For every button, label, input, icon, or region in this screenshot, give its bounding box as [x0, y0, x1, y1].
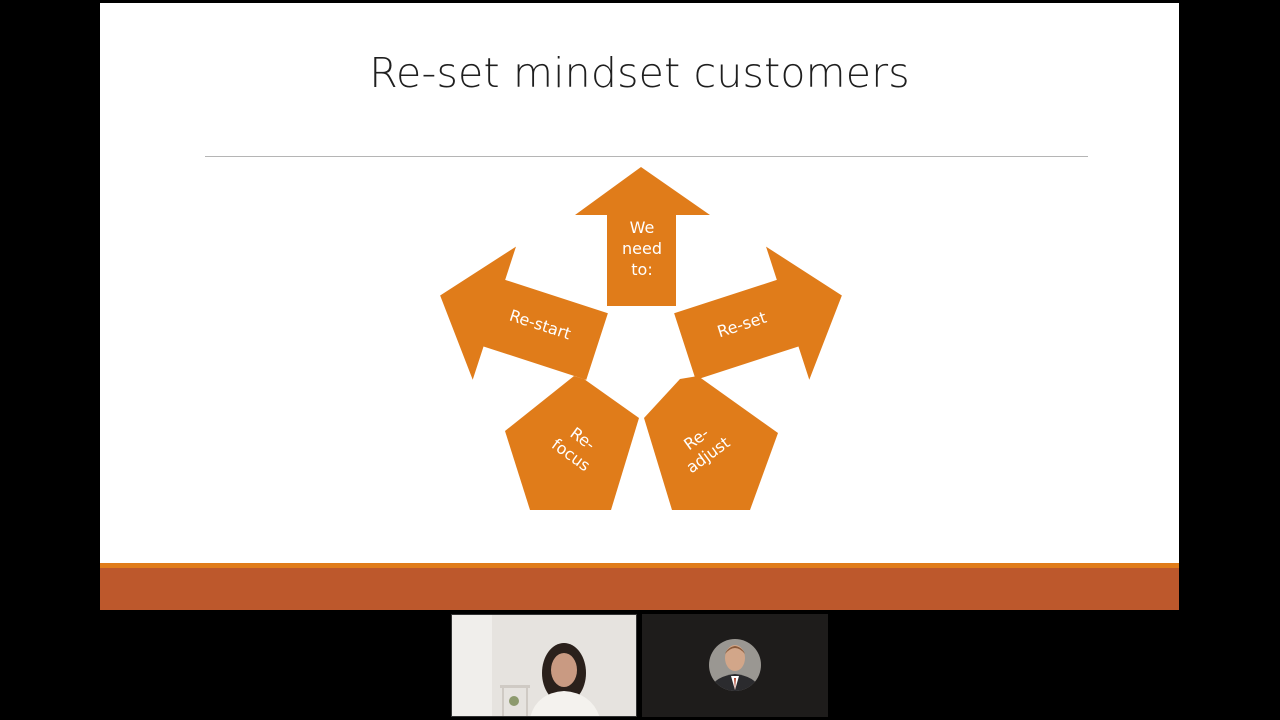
diagram-label-need: need — [622, 239, 662, 258]
arrow-up-we-need-to: We need to: — [575, 167, 710, 306]
arrow-refocus: Re- focus — [505, 376, 639, 510]
title-divider — [205, 156, 1088, 157]
cycle-diagram: We need to: Re-set Re-start Re- adjust R… — [440, 167, 842, 510]
arrow-reset: Re-set — [674, 246, 842, 380]
diagram-label-we: We — [630, 218, 655, 237]
diagram-label-to: to: — [631, 260, 652, 279]
arrow-restart: Re-start — [440, 246, 608, 380]
slide-footer-bar — [100, 563, 1179, 610]
participant-avatar — [642, 614, 828, 717]
participant-video-tile[interactable] — [451, 614, 637, 717]
slide-footer-accent — [100, 563, 1179, 568]
participant-avatar-tile[interactable] — [642, 614, 828, 717]
participant-camera-image — [452, 615, 636, 716]
presentation-slide: Re-set mindset customers We need to: Re-… — [100, 3, 1179, 610]
slide-title: Re-set mindset customers — [369, 49, 910, 97]
arrow-readjust: Re- adjust — [644, 376, 778, 510]
